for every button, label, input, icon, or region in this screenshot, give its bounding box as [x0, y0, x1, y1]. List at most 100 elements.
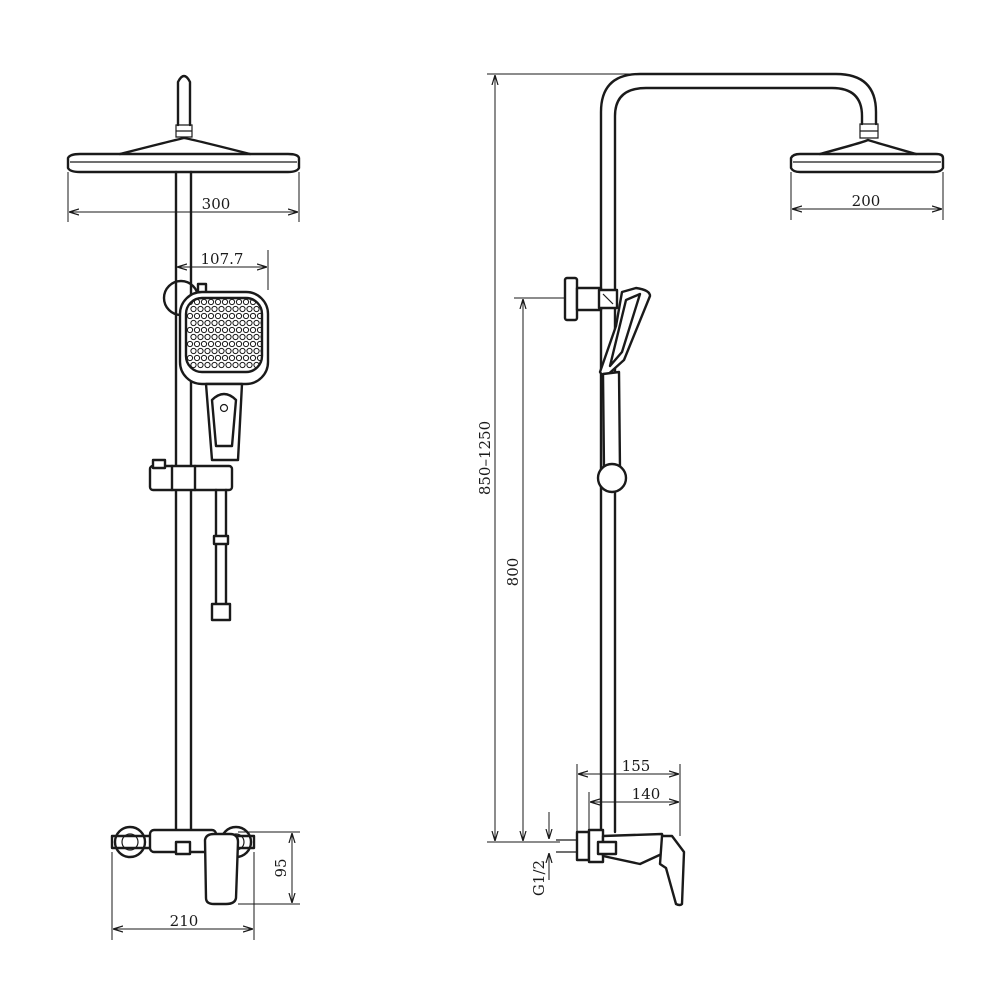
- nozzle-hole: [235, 354, 243, 362]
- nozzle-hole: [190, 347, 197, 355]
- nozzle-hole: [207, 298, 215, 306]
- nozzle-hole: [228, 354, 236, 362]
- front-hose-nut: [210, 602, 232, 622]
- front-arm-nut: [175, 124, 193, 138]
- nozzle-hole: [211, 319, 218, 327]
- front-slider-knob: [151, 458, 167, 470]
- front-slider-clamp: [170, 464, 197, 492]
- nozzle-hole: [239, 361, 246, 369]
- dim-valve-depth-label: 140: [632, 785, 661, 803]
- nozzle-hole: [232, 333, 239, 341]
- nozzle-hole: [228, 326, 236, 334]
- nozzle-hole: [211, 333, 218, 341]
- dim-head-width-label: 300: [202, 195, 231, 213]
- nozzle-hole: [211, 347, 218, 355]
- side-mixer-valve: [556, 828, 686, 907]
- nozzle-hole: [249, 340, 257, 348]
- nozzle-hole: [186, 340, 194, 348]
- nozzle-hole: [218, 319, 225, 327]
- front-slider-bracket: [148, 464, 234, 492]
- side-riser-outer: [599, 72, 878, 834]
- nozzle-hole: [207, 354, 215, 362]
- nozzle-hole: [249, 312, 257, 320]
- nozzle-hole: [242, 354, 250, 362]
- nozzle-hole: [242, 340, 250, 348]
- dim-valve-depth: 140: [588, 785, 681, 836]
- front-view: 300 107.7 210 95: [66, 74, 301, 940]
- nozzle-hole: [253, 333, 260, 341]
- nozzle-hole: [197, 361, 204, 369]
- nozzle-hole: [204, 347, 211, 355]
- nozzle-hole: [235, 340, 243, 348]
- nozzle-hole: [256, 326, 262, 334]
- nozzle-hole: [193, 298, 201, 306]
- nozzle-hole: [249, 326, 257, 334]
- nozzle-hole: [246, 305, 253, 313]
- dim-hand-offset-label: 107.7: [201, 250, 244, 268]
- front-hose-ring: [212, 534, 230, 546]
- nozzle-hole: [228, 298, 236, 306]
- dim-wall-depth-label: 155: [622, 757, 651, 775]
- nozzle-hole: [211, 361, 218, 369]
- dim-thread: G1/2: [530, 812, 549, 896]
- nozzle-hole: [200, 298, 208, 306]
- nozzle-hole: [232, 361, 239, 369]
- nozzle-hole: [186, 312, 194, 320]
- nozzle-hole: [218, 347, 225, 355]
- nozzle-hole: [246, 319, 253, 327]
- nozzle-hole: [242, 326, 250, 334]
- nozzle-hole: [193, 326, 201, 334]
- nozzle-hole: [232, 305, 239, 313]
- nozzle-hole: [246, 333, 253, 341]
- side-wall-bracket: [563, 276, 619, 322]
- nozzle-hole: [225, 333, 232, 341]
- nozzle-hole: [256, 312, 262, 320]
- nozzle-hole: [232, 347, 239, 355]
- nozzle-hole: [239, 333, 246, 341]
- nozzle-hole: [186, 326, 194, 334]
- nozzle-hole: [200, 312, 208, 320]
- nozzle-hole: [200, 354, 208, 362]
- nozzle-hole: [239, 319, 246, 327]
- nozzle-hole: [256, 340, 262, 348]
- nozzle-hole: [214, 340, 222, 348]
- front-handle-button: [210, 392, 238, 448]
- front-shower-arm: [176, 74, 192, 127]
- nozzle-hole: [228, 340, 236, 348]
- nozzle-hole: [221, 340, 229, 348]
- nozzle-hole: [239, 305, 246, 313]
- nozzle-hole: [193, 312, 201, 320]
- nozzle-hole: [228, 312, 236, 320]
- nozzle-hole: [197, 333, 204, 341]
- nozzle-hole: [197, 305, 204, 313]
- nozzle-hole: [253, 347, 260, 355]
- nozzle-hole: [232, 319, 239, 327]
- nozzle-hole: [204, 305, 211, 313]
- side-hand-shower: [596, 286, 652, 494]
- nozzle-hole: [246, 347, 253, 355]
- nozzle-hole: [214, 326, 222, 334]
- front-mixer-valve: [110, 825, 256, 906]
- dim-overall-height: 850–1250: [476, 73, 640, 843]
- front-hand-shower-nozzles: [186, 298, 262, 369]
- nozzle-hole: [218, 305, 225, 313]
- nozzle-hole: [211, 305, 218, 313]
- nozzle-hole: [190, 305, 197, 313]
- nozzle-hole: [225, 305, 232, 313]
- nozzle-hole: [260, 319, 262, 327]
- nozzle-hole: [253, 305, 260, 313]
- nozzle-hole: [193, 354, 201, 362]
- front-hand-shower-handle: [204, 382, 244, 462]
- nozzle-hole: [190, 333, 197, 341]
- nozzle-hole: [207, 326, 215, 334]
- side-view: 850–1250 800 200 155 140: [476, 72, 945, 907]
- nozzle-hole: [221, 326, 229, 334]
- nozzle-hole: [204, 361, 211, 369]
- nozzle-hole: [204, 333, 211, 341]
- nozzle-hole: [249, 354, 257, 362]
- nozzle-hole: [246, 361, 253, 369]
- nozzle-hole: [193, 340, 201, 348]
- nozzle-hole: [260, 305, 262, 313]
- nozzle-hole: [235, 326, 243, 334]
